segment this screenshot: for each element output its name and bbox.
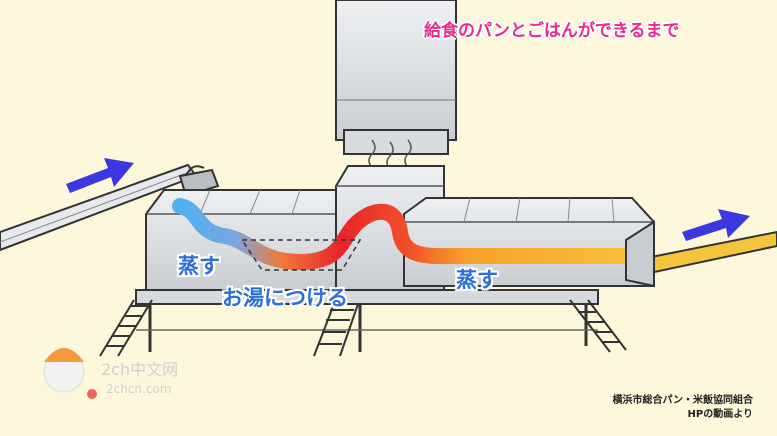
credit-line-1: 横浜市総合パン・米飯協同組合 <box>612 395 754 406</box>
label-steam-left: 蒸す <box>178 254 220 278</box>
credit-line-2: HPの動画より <box>687 409 754 420</box>
right-stairs <box>569 299 627 353</box>
machine-base <box>135 289 599 352</box>
watermark-url: 2chcn.com <box>106 382 172 396</box>
source-credit: 横浜市総合パン・米飯協同組合 HPの動画より <box>613 394 754 422</box>
left-stairs <box>99 299 153 357</box>
right-steamer-housing <box>403 197 655 287</box>
product-path <box>172 198 648 271</box>
page-title: 給食のパンとごはんができるまで <box>424 21 680 41</box>
label-steam-right: 蒸す <box>456 268 498 292</box>
chimney <box>335 0 457 155</box>
hot-water-tub <box>240 239 362 271</box>
input-arrow <box>66 158 134 193</box>
right-conveyor <box>625 220 777 288</box>
output-arrow <box>682 209 750 241</box>
mascot-icon <box>43 348 97 399</box>
center-stairs <box>313 303 359 357</box>
watermark-text: 2ch中文网 <box>101 360 179 379</box>
label-boil: お湯につける <box>222 286 348 310</box>
